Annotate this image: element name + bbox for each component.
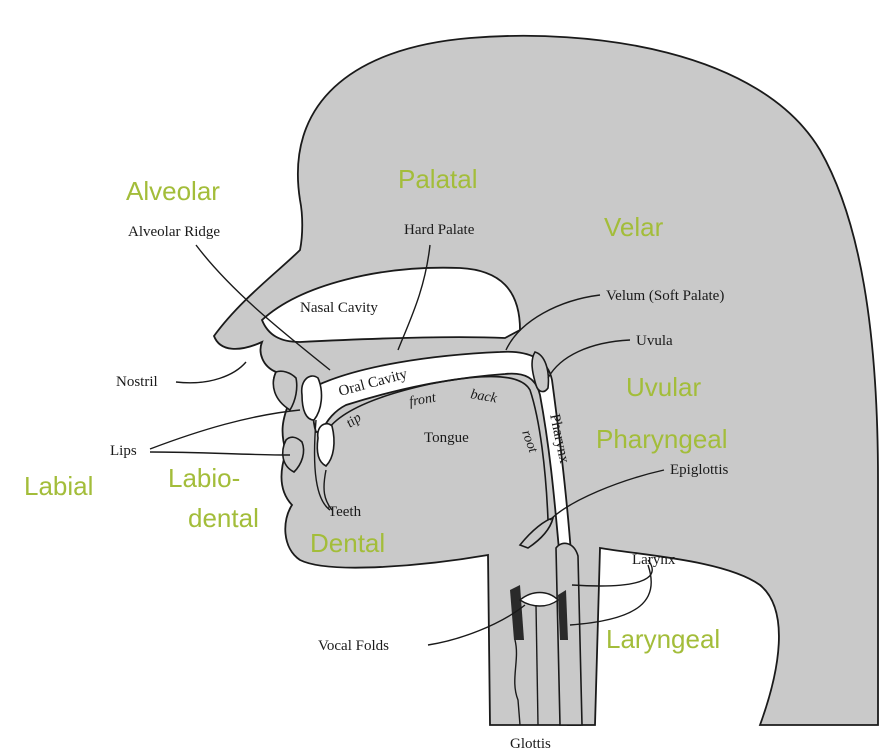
- label-nostril: Nostril: [116, 374, 158, 390]
- label-teeth: Teeth: [328, 504, 362, 520]
- upper-teeth: [302, 376, 322, 420]
- label-uvula: Uvula: [636, 333, 673, 349]
- label-larynx: Larynx: [632, 552, 676, 568]
- place-pharyngeal: Pharyngeal: [596, 424, 728, 454]
- label-alveolar-ridge: Alveolar Ridge: [128, 224, 220, 240]
- lips-pointer-upper: [150, 410, 300, 449]
- label-vocal-folds: Vocal Folds: [318, 638, 389, 654]
- label-glottis: Glottis: [510, 736, 551, 752]
- place-alveolar: Alveolar: [126, 176, 220, 206]
- label-nasal-cavity: Nasal Cavity: [300, 300, 378, 316]
- place-labiodental-line2: dental: [188, 503, 259, 533]
- place-uvular: Uvular: [626, 372, 701, 402]
- label-tongue: Tongue: [424, 430, 469, 446]
- label-hard-palate: Hard Palate: [404, 222, 475, 238]
- place-dental: Dental: [310, 528, 385, 558]
- upper-lip: [273, 371, 296, 410]
- label-velum: Velum (Soft Palate): [606, 288, 724, 304]
- label-epiglottis: Epiglottis: [670, 462, 729, 478]
- place-palatal: Palatal: [398, 164, 478, 194]
- nostril-pointer: [176, 362, 246, 383]
- place-labial: Labial: [24, 471, 93, 501]
- place-labiodental-line1: Labio-: [168, 463, 240, 493]
- place-laryngeal: Laryngeal: [606, 624, 720, 654]
- label-lips: Lips: [110, 443, 137, 459]
- place-velar: Velar: [604, 212, 664, 242]
- lips-pointer-lower: [150, 452, 290, 455]
